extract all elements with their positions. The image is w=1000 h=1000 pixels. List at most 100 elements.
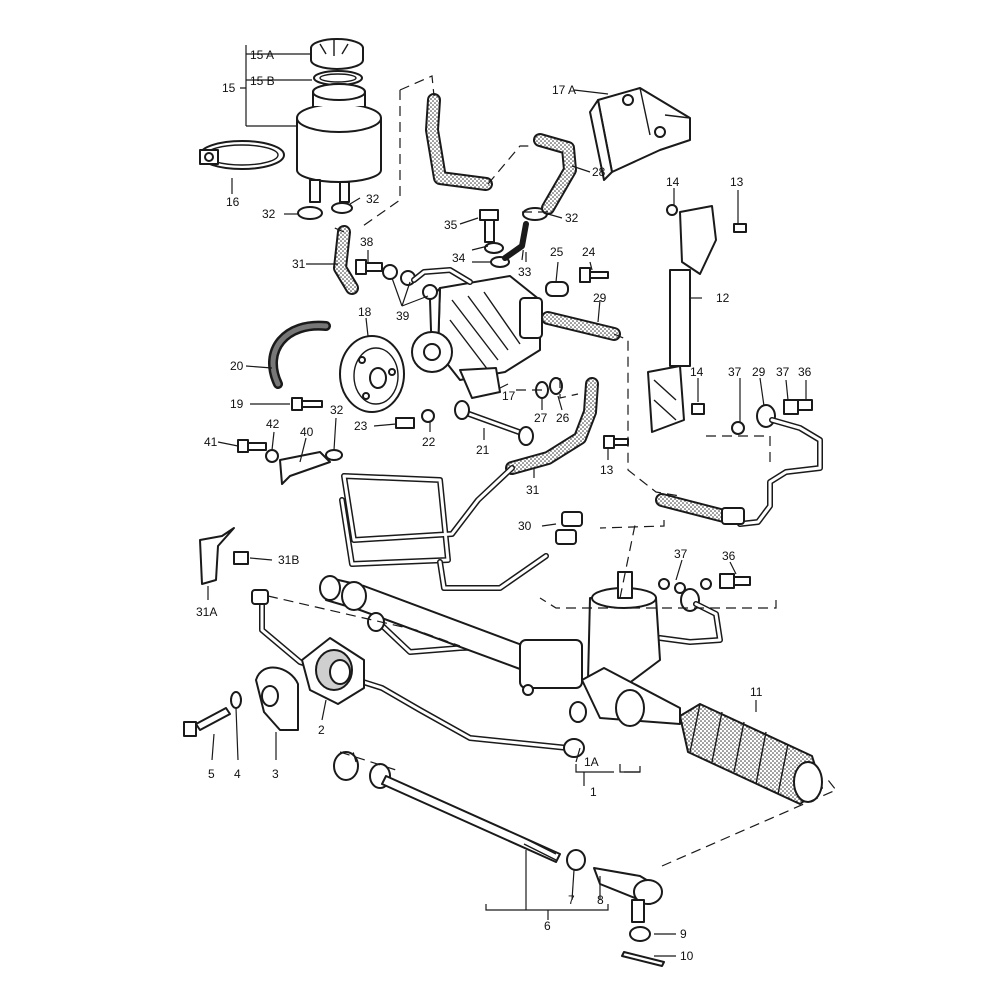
callout-32-lower: 32 [330, 403, 344, 417]
fitting-30 [555, 511, 583, 545]
callout-7: 7 [568, 893, 575, 907]
callout-37-lower: 37 [674, 547, 688, 561]
callout-37-upper-b: 37 [776, 365, 790, 379]
callout-1: 1 [590, 785, 597, 799]
bolt-38-and-washers-39 [355, 259, 438, 300]
assembly-lines [267, 75, 837, 867]
callout-19: 19 [230, 397, 244, 411]
callout-31a: 31A [196, 605, 217, 619]
callout-24: 24 [582, 245, 596, 259]
steering-rack-housing-1 [319, 571, 681, 727]
banjo-bolt-35 [479, 209, 499, 243]
pump-bracket-17a [589, 87, 691, 181]
callout-12: 12 [716, 291, 730, 305]
callout-39: 39 [396, 309, 410, 323]
bolt-19 [291, 397, 323, 411]
callout-8: 8 [597, 893, 604, 907]
callout-15: 15 [222, 81, 236, 95]
callout-13-upper: 13 [730, 175, 744, 189]
suction-hose-top [425, 93, 493, 191]
power-steering-pump-17 [411, 275, 543, 399]
reservoir-cap-15a [310, 38, 364, 70]
callout-26: 26 [556, 411, 570, 425]
callout-41: 41 [204, 435, 218, 449]
callout-36-upper: 36 [798, 365, 812, 379]
callout-22: 22 [422, 435, 436, 449]
nut-9 [629, 926, 651, 942]
callout-17: 17 [502, 389, 516, 403]
washers-27-26 [535, 377, 563, 399]
callout-14-upper: 14 [666, 175, 680, 189]
callout-13-lower: 13 [600, 463, 614, 477]
callout-6: 6 [544, 919, 551, 933]
callout-27: 27 [534, 411, 548, 425]
adjuster-rod-21 [395, 400, 534, 446]
pressure-pipe-upper [411, 267, 473, 285]
hose-29-upper [541, 311, 621, 341]
callout-33: 33 [518, 265, 532, 279]
callout-4: 4 [234, 767, 241, 781]
clamp-3-washer-4-bolt-5 [183, 666, 299, 737]
tie-rod-6 [333, 751, 561, 863]
bracket-40-bolt-41 [237, 439, 331, 485]
callout-15a: 15 A [250, 48, 274, 62]
leader-lines [207, 45, 807, 957]
callout-11: 11 [750, 685, 763, 699]
line-36-37-to-valve [657, 573, 751, 645]
return-line-lower [251, 589, 585, 758]
small-clamps-32 [297, 202, 548, 461]
callout-28: 28 [592, 165, 606, 179]
drive-belt-20 [268, 320, 331, 389]
tie-rod-end-8 [593, 867, 663, 923]
callout-16: 16 [226, 195, 240, 209]
boot-11 [679, 703, 823, 805]
rubber-mount-2 [301, 637, 365, 705]
callout-25: 25 [550, 245, 564, 259]
callout-23: 23 [354, 419, 368, 433]
nut-7 [566, 849, 586, 871]
callout-37-upper-a: 37 [728, 365, 742, 379]
banjo-fitting-33 [484, 221, 529, 268]
callout-31b: 31B [278, 553, 299, 567]
callout-17a: 17 A [552, 83, 576, 97]
pulley-18 [339, 335, 405, 413]
reservoir-seal-15b [313, 70, 363, 86]
callout-30: 30 [518, 519, 532, 533]
callout-14-lower: 14 [690, 365, 704, 379]
feed-line-29-and-banjos [731, 399, 823, 527]
reservoir-15 [296, 83, 382, 203]
callout-32-right: 32 [565, 211, 579, 225]
cooler-loop [339, 465, 549, 591]
callout-34: 34 [452, 251, 466, 265]
callout-29-upper: 29 [593, 291, 607, 305]
hose-31-lower [505, 377, 599, 475]
callout-2: 2 [318, 723, 325, 737]
spacer-25-bolt-24 [545, 267, 609, 297]
callout-29-right: 29 [752, 365, 766, 379]
callout-9: 9 [680, 927, 687, 941]
hose-clamp-16 [199, 140, 285, 170]
callout-31-upper: 31 [292, 257, 306, 271]
callout-3: 3 [272, 767, 279, 781]
return-hose-28 [533, 133, 577, 215]
callout-15b: 15 B [250, 74, 275, 88]
callout-32-left: 32 [262, 207, 276, 221]
callout-10: 10 [680, 949, 694, 963]
bracket-31a-clip-31b [199, 527, 249, 585]
bolt-13-lower [603, 435, 629, 449]
steering-shaft-12 [647, 204, 747, 433]
callout-31-lower: 31 [526, 483, 540, 497]
hose-29-lower [655, 493, 745, 525]
callout-35: 35 [444, 218, 458, 232]
callout-36-lower: 36 [722, 549, 736, 563]
callout-42: 42 [266, 417, 280, 431]
callout-32-reservoir: 32 [366, 192, 380, 206]
callout-38: 38 [360, 235, 374, 249]
split-pin-10 [621, 951, 665, 967]
callout-5: 5 [208, 767, 215, 781]
hose-31-upper [333, 225, 359, 295]
callout-20: 20 [230, 359, 244, 373]
callout-21: 21 [476, 443, 490, 457]
